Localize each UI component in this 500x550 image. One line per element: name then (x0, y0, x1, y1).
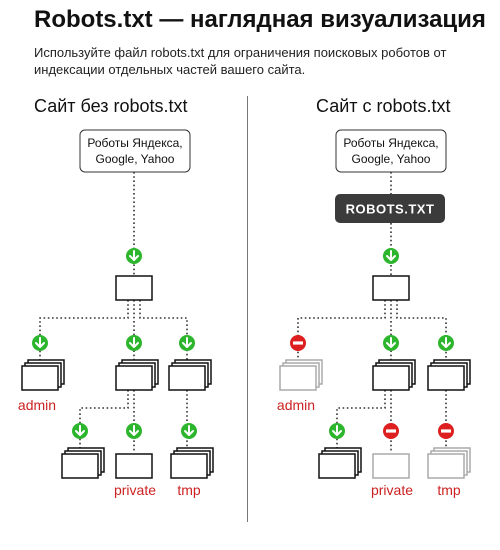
robots-box-left-line2: Google, Yahoo (96, 152, 175, 166)
label-right-admin: admin (277, 397, 315, 413)
allowed-arrow-icon-left-tmp (181, 423, 197, 439)
section-title-without-robots: Сайт без robots.txt (34, 96, 188, 116)
label-left-tmp: tmp (177, 482, 201, 498)
section-title-with-robots: Сайт с robots.txt (316, 96, 451, 116)
robots-box-right-line1: Роботы Яндекса, (343, 136, 438, 150)
section-divider (247, 96, 248, 522)
folder-right-admin (279, 359, 323, 391)
folder-left-admin (21, 359, 65, 391)
folder-right-private-branch (372, 359, 416, 391)
allowed-arrow-icon-left-sub-folder (72, 423, 88, 439)
allowed-arrow-icon-right-sub-folder (329, 423, 345, 439)
allowed-arrow-icon-left-private-branch (126, 335, 142, 351)
label-left-admin: admin (18, 397, 56, 413)
robots-box-left-line1: Роботы Яндекса, (87, 136, 182, 150)
folder-left-sub-folder (61, 447, 105, 479)
folder-left-tmp-branch (168, 359, 212, 391)
allowed-arrow-icon-left-tmp-branch (179, 335, 195, 351)
label-right-tmp: tmp (437, 482, 461, 498)
folder-left-private (115, 453, 153, 479)
label-right-private: private (371, 482, 413, 498)
folder-right-private (372, 453, 410, 479)
folder-right-tmp-branch (427, 359, 471, 391)
allowed-arrow-icon-right-private-branch (383, 335, 399, 351)
allowed-arrow-icon-right-root (383, 248, 399, 264)
robots-box-right: Роботы Яндекса, Google, Yahoo (335, 129, 447, 173)
folder-left-root (115, 275, 153, 301)
robots-txt-filter: ROBOTS.TXT (335, 194, 445, 223)
allowed-arrow-icon-left-admin (32, 335, 48, 351)
robots-box-left: Роботы Яндекса, Google, Yahoo (79, 129, 191, 173)
allowed-arrow-icon-left-private (126, 423, 142, 439)
blocked-icon-right-admin (290, 335, 306, 351)
page-description: Используйте файл robots.txt для ограниче… (34, 45, 447, 77)
robots-box-right-line2: Google, Yahoo (352, 152, 431, 166)
folder-right-root (372, 275, 410, 301)
folder-left-tmp (170, 447, 214, 479)
robots-txt-filter-label: ROBOTS.TXT (346, 202, 435, 217)
allowed-arrow-icon-right-tmp-branch (438, 335, 454, 351)
folder-right-tmp (427, 447, 471, 479)
allowed-arrow-icon-left-root (126, 248, 142, 264)
page-title: Robots.txt — наглядная визуализация (34, 6, 486, 33)
blocked-icon-right-private (383, 423, 399, 439)
blocked-icon-right-tmp (438, 423, 454, 439)
connector-lines (39, 172, 447, 452)
folder-right-sub-folder (318, 447, 362, 479)
label-left-private: private (114, 482, 156, 498)
folder-left-private-branch (115, 359, 159, 391)
